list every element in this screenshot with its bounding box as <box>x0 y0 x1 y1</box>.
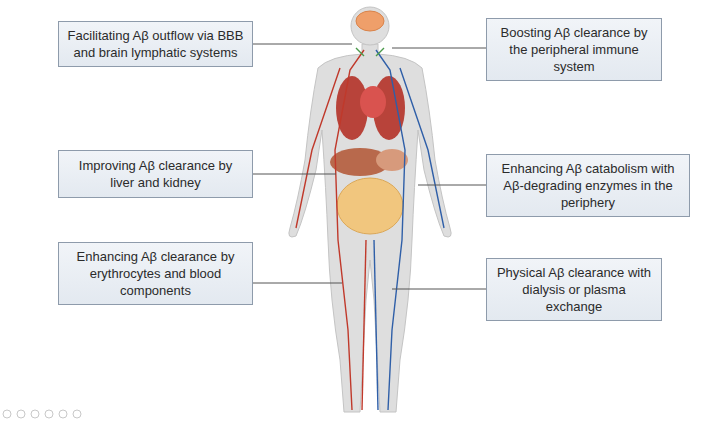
strategy-box: Boosting Aβ clearance by the peripheral … <box>486 18 662 81</box>
box-text: Enhancing Aβ clearance by erythrocytes a… <box>67 248 244 299</box>
blood-vessels <box>296 48 444 410</box>
box-text: Physical Aβ clearance with dialysis or p… <box>495 264 653 315</box>
strategy-box: Enhancing Aβ catabolism with Aβ-degradin… <box>486 154 690 217</box>
heart <box>360 86 386 118</box>
brain <box>356 11 384 31</box>
toolbar-icons <box>3 410 81 418</box>
box-text: Facilitating Aβ outflow via BBB and brai… <box>67 27 244 61</box>
strategy-box: Facilitating Aβ outflow via BBB and brai… <box>58 21 253 67</box>
strategy-box: Physical Aβ clearance with dialysis or p… <box>486 258 662 321</box>
body-silhouette <box>289 44 451 412</box>
stomach <box>376 149 408 171</box>
box-text: Enhancing Aβ catabolism with Aβ-degradin… <box>495 160 681 211</box>
box-text: Improving Aβ clearance by liver and kidn… <box>67 157 244 191</box>
head <box>351 7 389 45</box>
leader-lines <box>253 44 486 289</box>
strategy-box: Enhancing Aβ clearance by erythrocytes a… <box>58 242 253 305</box>
box-text: Boosting Aβ clearance by the peripheral … <box>495 24 653 75</box>
strategy-box: Improving Aβ clearance by liver and kidn… <box>58 150 253 198</box>
intestines <box>337 178 403 234</box>
